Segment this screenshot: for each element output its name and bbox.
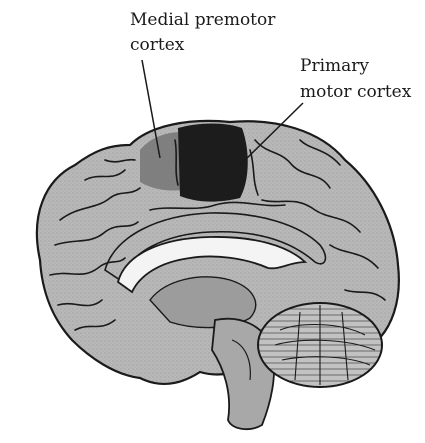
label-medial-premotor-line1: Medial premotor [130, 10, 275, 30]
primary-motor-region [178, 124, 248, 202]
label-medial-premotor-line2: cortex [130, 35, 184, 55]
label-primary-motor-line2: motor cortex [300, 82, 411, 102]
label-primary-motor-line1: Primary [300, 56, 369, 76]
cerebellum [258, 303, 382, 387]
